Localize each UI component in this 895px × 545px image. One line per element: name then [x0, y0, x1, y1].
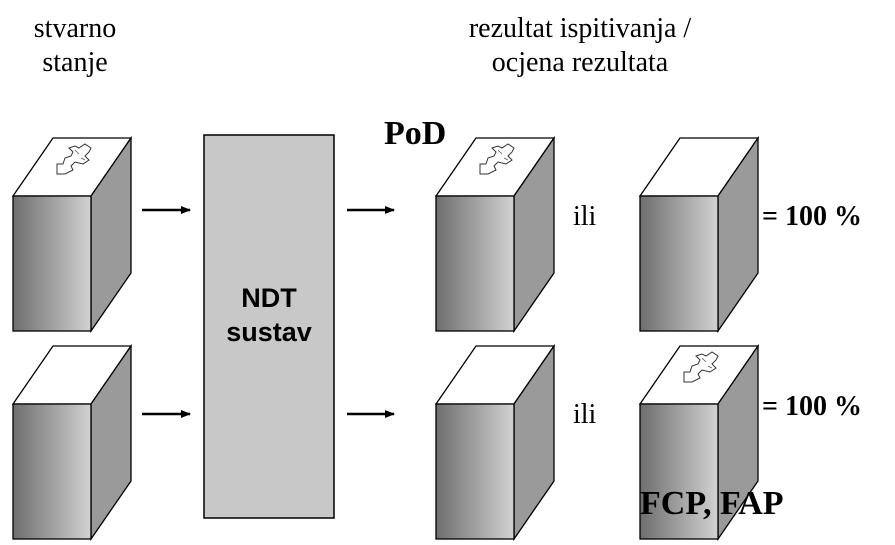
block-front-face	[12, 195, 92, 332]
fcp-fap-label: FCP, FAP	[640, 485, 784, 522]
header-actual-state-line1: stvarno	[33, 13, 117, 44]
or-label-top: ili	[573, 201, 597, 232]
defect-crack-icon	[56, 143, 92, 175]
ndt-system-label: NDT sustav	[204, 282, 334, 350]
block-front-face	[435, 403, 515, 540]
or-label-bottom: ili	[573, 399, 597, 430]
block-front-face	[639, 195, 719, 332]
percent-label-bottom: = 100 %	[762, 391, 862, 422]
defect-crack-icon	[479, 143, 515, 175]
header-test-result: rezultat ispitivanja / ocjena rezultata	[430, 12, 730, 79]
header-actual-state-line2: stanje	[42, 46, 108, 78]
assessment-defect-block	[638, 343, 760, 542]
ndt-label-line1: NDT	[241, 283, 297, 313]
actual-state-no-defect-block	[11, 343, 133, 542]
pod-label: PoD	[384, 115, 447, 152]
defect-crack-detail	[497, 149, 509, 161]
block-front-face	[435, 195, 515, 332]
header-test-result-line1: rezultat ispitivanja /	[468, 13, 692, 44]
block-front-face	[639, 403, 719, 540]
actual-state-defect-block	[11, 135, 133, 334]
header-test-result-line2: ocjena rezultata	[491, 46, 669, 78]
header-actual-state: stvarno stanje	[10, 12, 140, 79]
assessment-no-defect-block	[638, 135, 760, 334]
defect-crack-detail	[74, 149, 86, 161]
percent-label-top: = 100 %	[762, 201, 862, 232]
result-no-defect-block	[434, 343, 556, 542]
defect-crack-detail	[701, 357, 713, 369]
defect-crack-icon	[683, 351, 719, 383]
result-defect-block	[434, 135, 556, 334]
ndt-label-line2: sustav	[226, 316, 312, 347]
block-front-face	[12, 403, 92, 540]
ndt-system-box	[203, 134, 335, 519]
